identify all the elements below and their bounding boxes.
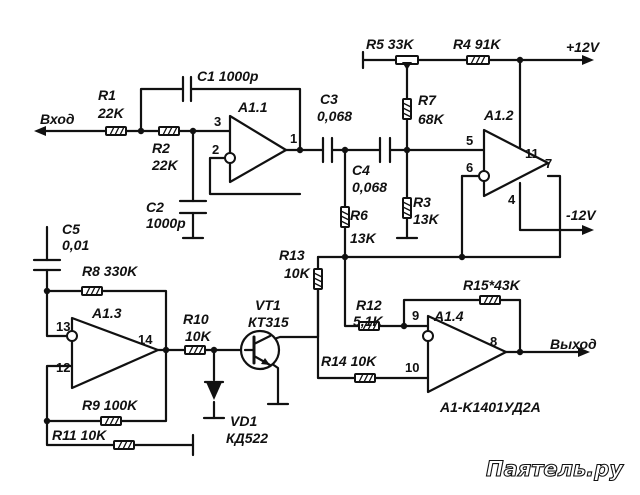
a1-3-pin-14: 14 xyxy=(138,332,153,347)
a1-2-pin-11: 11 xyxy=(525,146,539,161)
c2-value: 1000p xyxy=(146,215,186,231)
resistor-r10 xyxy=(184,345,206,355)
capacitor-c2 xyxy=(178,199,208,215)
minus12-arrow-icon xyxy=(582,225,594,235)
a1-4-label: A1.4 xyxy=(433,308,464,324)
a1-1-pin-2: 2 xyxy=(212,142,219,157)
pin-numbers: 3 2 1 5 6 11 7 4 13 12 14 9 10 8 xyxy=(56,114,552,375)
a1-2-pin-6: 6 xyxy=(466,160,473,175)
chip-label: A1-K1401УД2А xyxy=(439,399,541,415)
a1-2-pin-5: 5 xyxy=(466,133,473,148)
r14-label: R14 10K xyxy=(321,353,377,369)
output-arrow-icon xyxy=(578,347,590,357)
capacitor-c1 xyxy=(181,75,193,103)
ground-ends xyxy=(181,50,419,420)
c4-value: 0,068 xyxy=(352,179,387,195)
r12-value: 5,1K xyxy=(353,313,383,329)
resistor-r3 xyxy=(402,197,412,219)
transistor-vt1 xyxy=(239,329,281,371)
c5-name: C5 xyxy=(62,221,80,237)
c4-name: C4 xyxy=(352,162,370,178)
resistor-r11 xyxy=(113,440,135,450)
resistor-r14 xyxy=(354,373,376,383)
capacitor-c3 xyxy=(321,136,334,164)
opamp-a1-2 xyxy=(478,128,550,198)
terminal-arrows xyxy=(34,55,594,357)
r7-value: 68K xyxy=(418,111,445,127)
resistor-r2 xyxy=(158,126,180,136)
diode-vd1 xyxy=(203,380,225,400)
r4-label: R4 91K xyxy=(453,36,501,52)
vd1-type: КД522 xyxy=(226,430,268,446)
resistor-r15 xyxy=(479,295,501,305)
vt1-type: КТ315 xyxy=(248,314,289,330)
r3-value: 13K xyxy=(413,211,440,227)
r10-value: 10K xyxy=(185,328,212,344)
a1-2-pin-4: 4 xyxy=(508,192,516,207)
a1-4-pin-8: 8 xyxy=(490,334,497,349)
wires xyxy=(40,58,586,457)
r2-name: R2 xyxy=(152,140,170,156)
r3-name: R3 xyxy=(413,194,431,210)
opamp-a1-3 xyxy=(66,316,160,390)
a1-1-pin-3: 3 xyxy=(214,114,221,129)
r1-value: 22K xyxy=(97,105,125,121)
opamp-a1-4 xyxy=(422,314,508,394)
c1-label: C1 1000p xyxy=(197,68,259,84)
resistor-r6 xyxy=(340,206,350,228)
junction-dots xyxy=(43,56,524,425)
a1-4-pin-9: 9 xyxy=(412,308,419,323)
vd1-name: VD1 xyxy=(230,413,257,429)
r5-label: R5 33K xyxy=(366,36,414,52)
text-labels: Вход Выход +12V -12V A1-K1401УД2А R1 22K… xyxy=(40,36,601,446)
a1-4-pin-10: 10 xyxy=(405,360,419,375)
r12-name: R12 xyxy=(356,297,382,313)
a1-2-label: A1.2 xyxy=(483,107,514,123)
resistor-r1 xyxy=(105,126,127,136)
r9-label: R9 100K xyxy=(82,397,138,413)
r11-label: R11 10K xyxy=(52,427,107,443)
r6-name: R6 xyxy=(350,207,368,223)
r6-value: 13K xyxy=(350,230,377,246)
capacitor-c5 xyxy=(32,258,62,272)
capacitor-c4 xyxy=(378,136,392,164)
a1-3-label: A1.3 xyxy=(91,305,122,321)
resistor-r8 xyxy=(81,286,103,296)
input-label: Вход xyxy=(40,111,75,127)
c3-value: 0,068 xyxy=(317,108,352,124)
r2-value: 22K xyxy=(151,157,179,173)
plus12-arrow-icon xyxy=(582,55,594,65)
resistor-r9 xyxy=(100,416,122,426)
a1-3-pin-13: 13 xyxy=(56,319,70,334)
opamp-a1-1 xyxy=(224,114,288,184)
output-label: Выход xyxy=(550,336,597,352)
r15-label: R15*43K xyxy=(463,277,521,293)
resistor-r7 xyxy=(402,98,412,120)
plus12-label: +12V xyxy=(566,39,601,55)
input-arrow-icon xyxy=(34,126,46,136)
r8-label: R8 330K xyxy=(82,263,138,279)
resistor-r4 xyxy=(466,55,490,65)
a1-1-label: A1.1 xyxy=(237,99,268,115)
r13-name: R13 xyxy=(279,247,305,263)
a1-2-pin-7: 7 xyxy=(545,156,552,171)
r13-value: 10K xyxy=(284,265,311,281)
c2-name: C2 xyxy=(146,199,164,215)
c3-name: C3 xyxy=(320,91,338,107)
a1-3-pin-12: 12 xyxy=(56,360,70,375)
c5-value: 0,01 xyxy=(62,237,89,253)
vt1-name: VT1 xyxy=(255,297,281,313)
resistor-r13 xyxy=(313,268,323,290)
a1-1-pin-1: 1 xyxy=(290,131,297,146)
resistor-r5-potentiometer xyxy=(395,55,419,70)
r1-name: R1 xyxy=(98,87,116,103)
watermark-logo: Паятель.ру xyxy=(486,457,624,481)
minus12-label: -12V xyxy=(566,207,597,223)
r7-name: R7 xyxy=(418,92,437,108)
r10-name: R10 xyxy=(183,311,209,327)
